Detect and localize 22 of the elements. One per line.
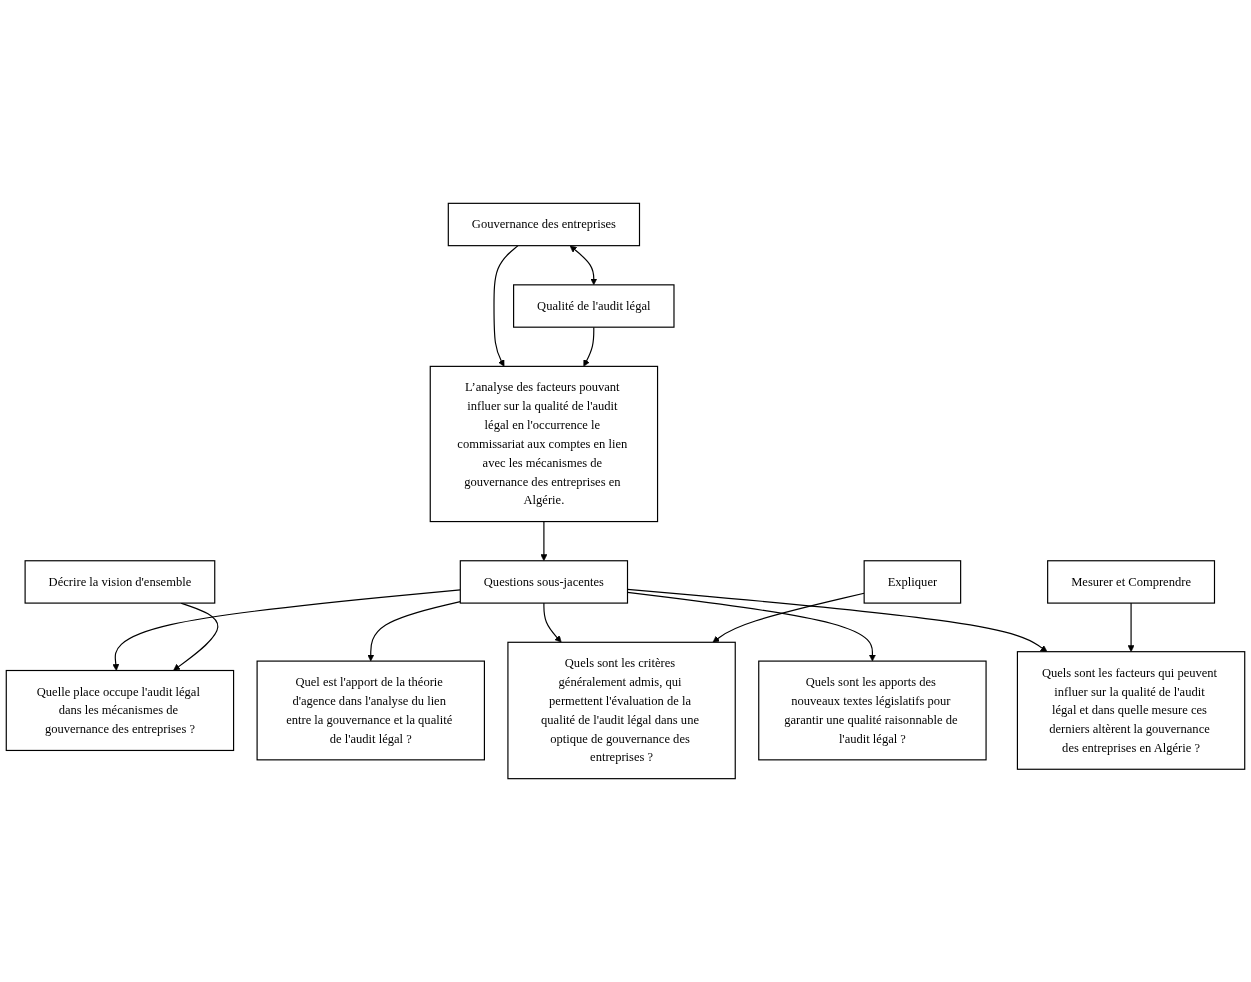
node-box: Quelle place occupe l'audit légal dans les mécanismes de gouvernance des entreprises ? bbox=[5, 669, 235, 752]
node-box: Quels sont les apports des nouveaux textes législatifs pour garantir une qualité raisonnable de l'audit légal ? bbox=[758, 660, 987, 761]
arrow bbox=[583, 326, 595, 367]
arrow bbox=[540, 521, 548, 562]
arrow bbox=[493, 245, 519, 367]
node-box: Expliquer bbox=[863, 560, 962, 604]
arrow bbox=[112, 589, 461, 671]
arrow bbox=[543, 602, 562, 643]
node-box: Gouvernance des entreprises bbox=[447, 202, 641, 247]
node-box: Mesurer et Comprendre bbox=[1047, 560, 1216, 604]
node-box: Qualité de l'audit légal bbox=[513, 284, 675, 328]
node-box: Décrire la vision d'ensemble bbox=[24, 560, 216, 604]
node-box: Quel est l'apport de la théorie d'agence dans l'analyse du lien entre la gouvernance et la qualité de l'audit légal ? bbox=[256, 660, 485, 761]
arrow bbox=[173, 602, 219, 671]
arrow bbox=[712, 592, 865, 643]
node-box: Quels sont les facteurs qui peuvent influer sur la qualité de l'audit légal et dans quelle mesure ces derniers altèrent la gouvernance des entreprises en Algérie ? bbox=[1016, 651, 1246, 770]
node-box: L’analyse des facteurs pouvant influer sur la qualité de l'audit légal en l'occurrence le commissariat aux comptes en lien avec les mécanismes de gouvernance des entreprises en Algérie. bbox=[429, 365, 659, 523]
arrow bbox=[367, 601, 461, 662]
node-box: Questions sous-jacentes bbox=[459, 560, 629, 604]
node-box: Quels sont les critères généralement admis, qui permettent l'évaluation de la qualité de l'audit légal dans une optique de gouvernance des entreprises ? bbox=[507, 641, 736, 780]
arrow bbox=[1127, 602, 1135, 652]
arrow bbox=[569, 245, 598, 286]
